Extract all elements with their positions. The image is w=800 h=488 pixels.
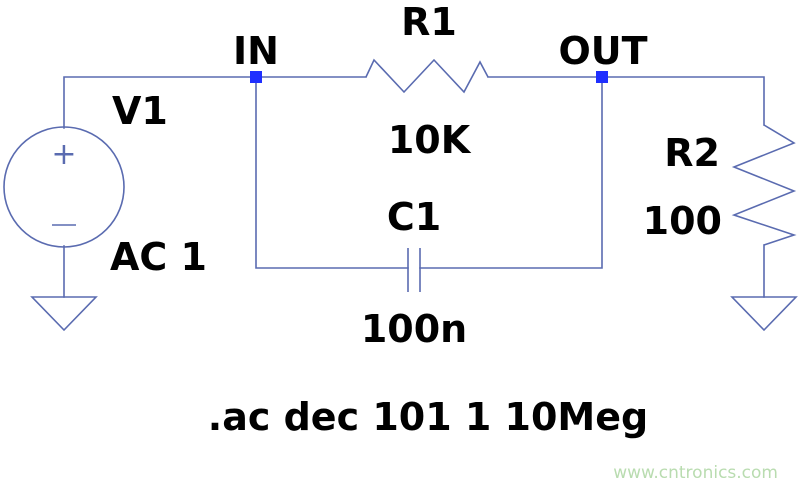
c1-value-label: 100n [361, 307, 467, 351]
wire-out-to-r2 [601, 76, 765, 126]
node-in[interactable] [250, 71, 262, 83]
r1-value-label: 10K [388, 118, 472, 162]
r1-name-label: R1 [401, 0, 457, 44]
capacitor-c1[interactable] [407, 248, 421, 292]
wire-v1-to-in [63, 76, 257, 129]
watermark-text: www.cntronics.com [613, 463, 778, 483]
spice-directive[interactable]: .ac dec 101 1 10Meg [208, 395, 648, 439]
v1-value-label: AC 1 [110, 235, 207, 279]
v1-name-label: V1 [112, 89, 168, 133]
wire-in-to-c1 [255, 76, 409, 269]
resistor-r1[interactable] [365, 58, 489, 94]
ground-symbol-r2 [730, 296, 798, 332]
wire-c1-to-out [419, 76, 603, 269]
net-label-out: OUT [558, 29, 647, 73]
net-label-in: IN [233, 29, 279, 73]
voltage-source-v1[interactable]: + [3, 126, 125, 248]
c1-name-label: C1 [387, 195, 441, 239]
wires [63, 76, 765, 298]
r2-name-label: R2 [664, 131, 720, 175]
source-plus-sign: + [51, 137, 76, 172]
r2-value-label: 100 [643, 199, 722, 243]
ground-symbol-v1 [30, 296, 98, 332]
node-out[interactable] [596, 71, 608, 83]
resistor-r2[interactable] [731, 124, 797, 246]
